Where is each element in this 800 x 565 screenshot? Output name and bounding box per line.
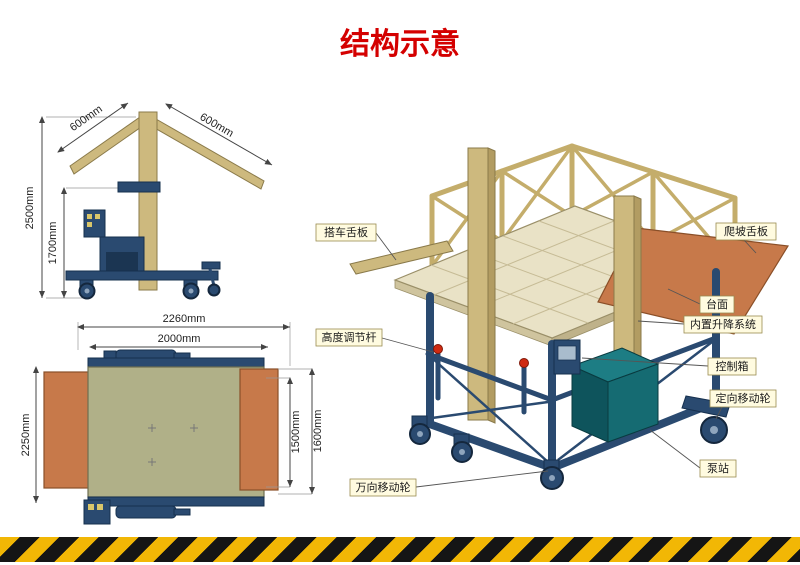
part-label-box bbox=[707, 357, 757, 376]
dim-inner-length: 1500mm bbox=[290, 411, 302, 454]
part-label-pump-station: 泵站 bbox=[707, 461, 729, 475]
top-view-platform bbox=[87, 366, 265, 498]
part-label-box bbox=[315, 223, 377, 242]
part-label-fixed-wheel: 定向移动轮 bbox=[716, 391, 771, 405]
part-label-ramp-lip: 爬坡舌板 bbox=[724, 224, 768, 238]
leader-lines bbox=[375, 232, 757, 488]
mast-right bbox=[613, 195, 642, 372]
side-view: 2500mm 1700mm 600mm 600mm bbox=[24, 102, 273, 300]
part-label-lift-system: 内置升降系统 bbox=[690, 317, 756, 331]
dim-platform-height: 1700mm bbox=[47, 222, 59, 265]
height-rods bbox=[433, 344, 529, 415]
dim-left-plate: 600mm bbox=[68, 103, 105, 134]
dim-mid-length: 1600mm bbox=[312, 410, 324, 453]
hazard-stripe-footer bbox=[0, 537, 800, 562]
swivel-wheels bbox=[409, 415, 564, 490]
part-labels: 搭车舌板 爬坡舌板 台面 内置升降系统 高度调节杆 控制箱 定向移动轮 泵站 万… bbox=[315, 222, 777, 497]
dim-outer-length: 2250mm bbox=[20, 414, 32, 457]
part-label-box bbox=[315, 328, 383, 347]
part-label-control-box: 控制箱 bbox=[716, 359, 749, 373]
pump-station bbox=[570, 347, 660, 443]
railing-left bbox=[429, 143, 575, 269]
part-label-box bbox=[683, 315, 763, 334]
iso-view bbox=[349, 143, 790, 490]
part-label-height-rod: 高度调节杆 bbox=[322, 330, 377, 344]
control-box bbox=[553, 339, 581, 375]
dim-outer-width: 2260mm bbox=[163, 313, 206, 325]
dim-total-height: 2500mm bbox=[24, 187, 36, 230]
part-label-box bbox=[709, 389, 777, 408]
part-label-swivel-wheel: 万向移动轮 bbox=[356, 480, 411, 494]
part-label-box bbox=[349, 478, 417, 497]
part-label-truck-lip: 搭车舌板 bbox=[324, 225, 368, 239]
part-label-box bbox=[715, 222, 777, 241]
truck-lip-plate bbox=[349, 240, 454, 275]
mast-left bbox=[467, 147, 496, 424]
part-label-table-top: 台面 bbox=[706, 297, 728, 311]
part-label-box bbox=[699, 295, 735, 314]
part-label-box bbox=[699, 459, 737, 478]
top-view-right-lip bbox=[239, 368, 279, 491]
top-view: 2260mm 2000mm bbox=[20, 313, 324, 525]
dim-inner-width: 2000mm bbox=[158, 333, 201, 345]
page-title: 结构示意 bbox=[340, 27, 460, 61]
top-view-left-lip bbox=[43, 371, 91, 489]
